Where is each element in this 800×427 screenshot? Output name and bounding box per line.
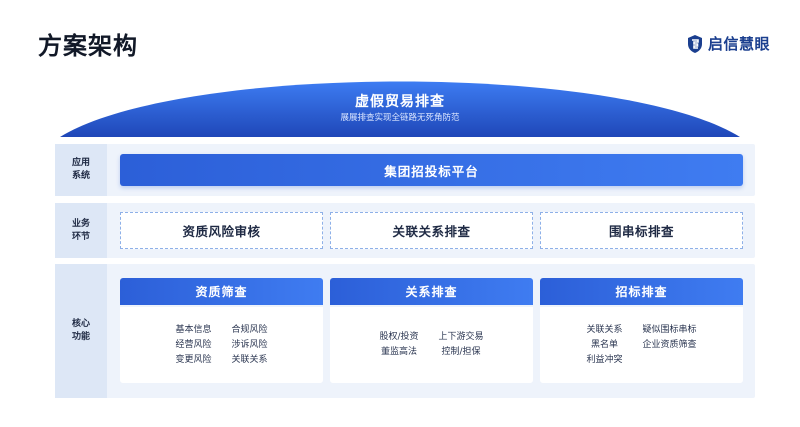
core-item: 关联关系 bbox=[231, 354, 268, 365]
core-item: 企业资质筛查 bbox=[642, 339, 697, 350]
label-line: 业务 bbox=[71, 218, 90, 229]
core-column-body: 关联关系 疑似围标串标 黑名单 企业资质筛查 利益冲突 bbox=[540, 307, 743, 383]
core-column-body: 基本信息 合规风险 经营风险 涉诉风险 变更风险 关联关系 bbox=[120, 307, 323, 383]
core-item: 董监高法 bbox=[380, 347, 417, 357]
label-line: 核心 bbox=[71, 319, 90, 329]
core-column-body: 股权/投资 上下游交易 董监高法 控制/担保 bbox=[330, 307, 533, 383]
core-item bbox=[643, 354, 697, 367]
label-line: 系统 bbox=[71, 171, 90, 181]
biz-item-bid-rigging-check: 围串标排查 bbox=[540, 212, 743, 249]
core-item: 黑名单 bbox=[590, 339, 618, 350]
label-line: 环节 bbox=[71, 231, 90, 242]
core-column-bidding: 招标排查 关联关系 疑似围标串标 黑名单 企业资质筛查 利益冲突 bbox=[540, 278, 743, 383]
row-application-system: 应用系统 集团招投标平台 bbox=[55, 144, 755, 196]
dome-title: 虚假贸易排查 bbox=[355, 94, 445, 110]
shield-logo-icon bbox=[687, 34, 702, 53]
row-label-core: 核心功能 bbox=[55, 264, 107, 398]
biz-item-relationship-check: 关联关系排查 bbox=[330, 212, 533, 249]
row-core-functions: 核心功能 资质筛查 基本信息 合规风险 经营风险 涉诉风险 变更风险 关联关系 … bbox=[55, 264, 755, 398]
biz-item-qualification-risk: 资质风险审核 bbox=[120, 212, 323, 249]
core-item: 控制/担保 bbox=[441, 347, 481, 357]
core-item: 涉诉风险 bbox=[231, 339, 268, 350]
core-column-relationship: 关系排查 股权/投资 上下游交易 董监高法 控制/担保 bbox=[330, 278, 533, 383]
brand-logo: 启信慧眼 bbox=[686, 33, 770, 54]
core-item: 疑似围标串标 bbox=[642, 324, 697, 335]
logo-text: 启信慧眼 bbox=[707, 35, 770, 53]
label-line: 应用 bbox=[71, 158, 90, 168]
core-item: 关联关系 bbox=[586, 324, 623, 335]
core-item: 基本信息 bbox=[175, 324, 212, 335]
core-item: 合规风险 bbox=[231, 324, 268, 335]
platform-bar: 集团招投标平台 bbox=[120, 154, 743, 186]
label-line: 功能 bbox=[71, 332, 90, 342]
dome-banner bbox=[60, 81, 740, 137]
core-item: 上下游交易 bbox=[438, 332, 484, 342]
page-title: 方案架构 bbox=[38, 32, 138, 60]
core-column-title: 资质筛查 bbox=[120, 278, 323, 305]
row-business-process: 业务环节 资质风险审核 关联关系排查 围串标排查 bbox=[55, 203, 755, 258]
core-item: 变更风险 bbox=[175, 354, 212, 365]
core-column-qualification: 资质筛查 基本信息 合规风险 经营风险 涉诉风险 变更风险 关联关系 bbox=[120, 278, 323, 383]
row-label-business: 业务环节 bbox=[55, 203, 107, 258]
dome-subtitle: 展展排查实现全链路无死角防范 bbox=[340, 113, 460, 123]
core-column-title: 招标排查 bbox=[540, 278, 743, 305]
core-item: 经营风险 bbox=[175, 339, 212, 350]
core-item: 股权/投资 bbox=[379, 332, 419, 342]
core-column-title: 关系排查 bbox=[330, 278, 533, 305]
row-label-application: 应用系统 bbox=[55, 144, 107, 196]
core-item: 利益冲突 bbox=[586, 354, 623, 365]
